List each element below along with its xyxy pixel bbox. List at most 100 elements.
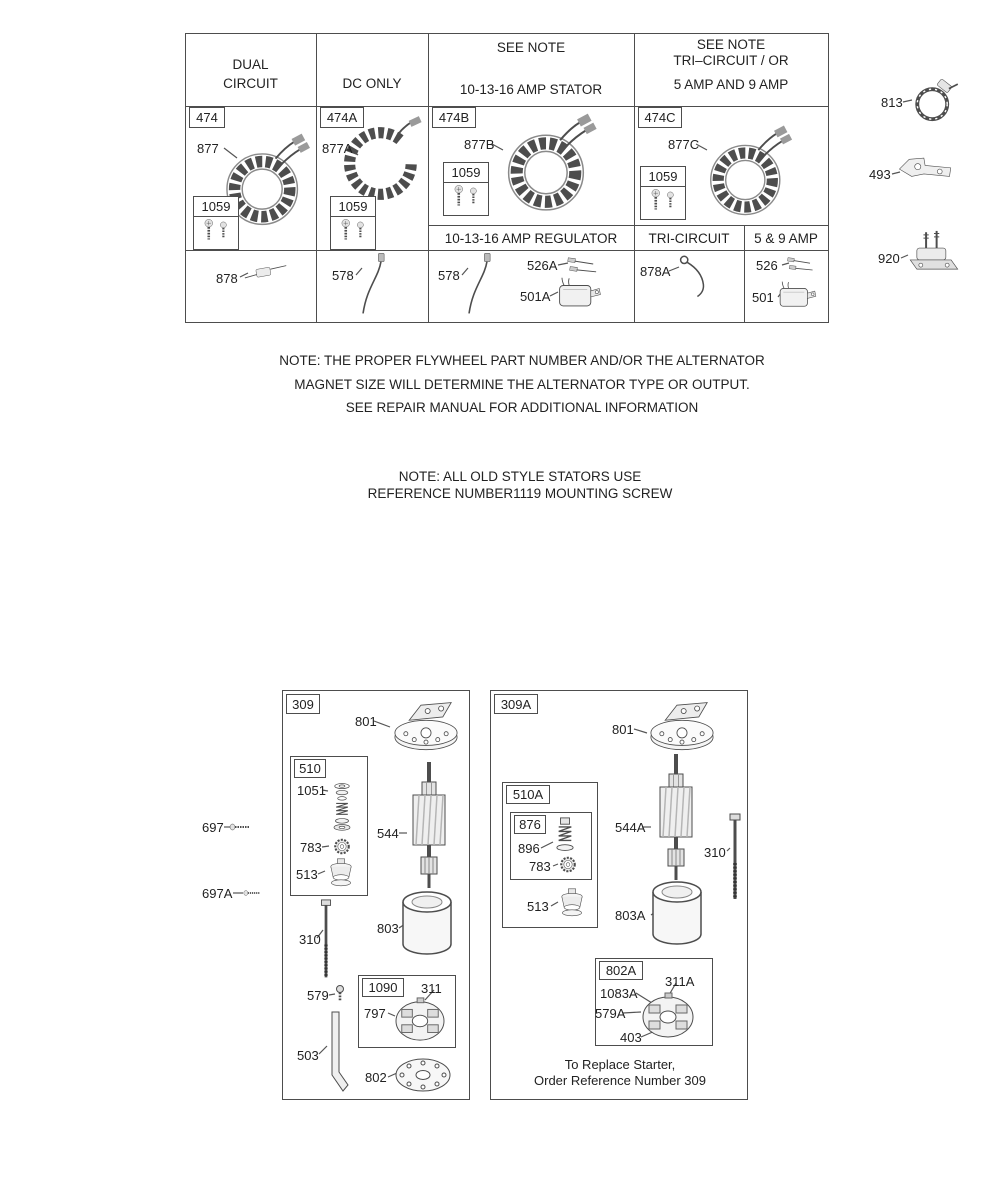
part-label-813: 813 [881, 95, 903, 110]
regulator-drawing-501a [556, 276, 604, 310]
regulator-drawing-501 [777, 280, 819, 310]
header-5-9-amp: 5 & 9 AMP [754, 231, 818, 246]
screw-box-label: 1059 [641, 167, 685, 187]
header-dual-line2: CIRCUIT [223, 76, 278, 91]
flywheel-note-line2: MAGNET SIZE WILL DETERMINE THE ALTERNATO… [294, 376, 750, 392]
sub-box-510a [502, 782, 598, 928]
alternator-table-border [185, 33, 829, 323]
diode-drawing-878 [244, 262, 288, 282]
cap-drawing-802 [393, 1055, 453, 1095]
ref-box-876: 876 [514, 815, 546, 834]
ref-box-802a: 802A [599, 961, 643, 980]
part-label-526a: 526A [527, 258, 558, 273]
part-label-783: 783 [300, 840, 322, 855]
stator-drawing-877c [700, 124, 798, 222]
part-label-579: 579 [307, 988, 329, 1003]
screw-box-1059-stator: 1059 [443, 162, 489, 216]
screw-drawing-579 [334, 985, 346, 1003]
screws-drawing [195, 217, 238, 244]
bolt-drawing-310 [318, 899, 334, 981]
endbracket-drawing-801 [384, 701, 468, 753]
part-label-920: 920 [878, 251, 900, 266]
screw-drawing-697a [243, 888, 261, 898]
ref-box-1090: 1090 [362, 978, 404, 997]
wire-drawing-878a [677, 251, 713, 303]
part-label-513a: 513 [527, 899, 549, 914]
part-label-501a: 501A [520, 289, 551, 304]
header-tri-circuit: TRI-CIRCUIT [648, 231, 730, 246]
screws-drawing [642, 187, 685, 214]
table-divider-4 [744, 225, 746, 323]
replace-starter-line1: To Replace Starter, [564, 1057, 676, 1072]
sub-box-1090 [358, 975, 456, 1048]
part-label-578-reg: 578 [438, 268, 460, 283]
part-label-310: 310 [299, 932, 321, 947]
screw-box-label: 1059 [444, 163, 488, 183]
brushplate-drawing-311a [639, 991, 697, 1041]
starter-309a-border [490, 690, 748, 1100]
part-label-877: 877 [197, 141, 219, 156]
ref-box-309a: 309A [494, 694, 538, 714]
screw-box-1059-dc: 1059 [330, 196, 376, 250]
part-label-896: 896 [518, 841, 540, 856]
solenoid-drawing-920 [905, 226, 961, 278]
part-label-310a: 310 [704, 845, 726, 860]
screw-box-1059-tri: 1059 [640, 166, 686, 220]
ref-box-510: 510 [294, 759, 326, 778]
part-label-783a: 783 [529, 859, 551, 874]
endbracket-drawing-801a [640, 701, 724, 753]
old-stator-note-line2: REFERENCE NUMBER1119 MOUNTING SCREW [367, 485, 673, 501]
part-label-697a: 697A [202, 886, 233, 901]
wire-drawing-578-reg [458, 252, 498, 316]
screw-drawing-697 [229, 821, 251, 833]
part-label-544a: 544A [615, 820, 646, 835]
screw-box-label: 1059 [194, 197, 238, 217]
part-label-513: 513 [296, 867, 318, 882]
clamp-drawing-813 [910, 76, 960, 124]
bracket-drawing-493 [897, 152, 955, 188]
old-stator-note: NOTE: ALL OLD STYLE STATORS USE REFERENC… [300, 469, 740, 502]
connector-drawing-526a [566, 255, 600, 275]
header-tri-line2: TRI–CIRCUIT / OR [673, 53, 789, 68]
header-tri-see-note: SEE NOTE [696, 37, 766, 52]
part-label-403: 403 [620, 1030, 642, 1045]
header-regulator: 10-13-16 AMP REGULATOR [444, 231, 618, 246]
sub-box-802a [595, 958, 713, 1046]
part-label-503: 503 [297, 1048, 319, 1063]
drive-drawing-513 [323, 856, 359, 888]
screws-drawing [445, 183, 488, 210]
part-label-877c: 877C [668, 137, 700, 152]
gear-drawing-783a [555, 855, 581, 874]
flywheel-note-line1: NOTE: THE PROPER FLYWHEEL PART NUMBER AN… [279, 353, 765, 368]
starter-309-border [282, 690, 470, 1100]
header-tri-line3: 5 AMP AND 9 AMP [673, 77, 789, 92]
part-label-1051: 1051 [297, 783, 326, 798]
spring-drawing-896 [553, 817, 577, 853]
gear-drawing-783 [329, 837, 355, 856]
part-label-802: 802 [365, 1070, 387, 1085]
part-label-544: 544 [377, 826, 399, 841]
ref-box-474a: 474A [320, 107, 364, 128]
flywheel-note: NOTE: THE PROPER FLYWHEEL PART NUMBER AN… [215, 349, 829, 420]
part-label-579a: 579A [595, 1006, 626, 1021]
part-label-801a: 801 [612, 722, 634, 737]
part-label-526: 526 [756, 258, 778, 273]
header-stator-title: 10-13-16 AMP STATOR [459, 82, 603, 97]
table-bottom-line [185, 250, 829, 252]
part-label-803: 803 [377, 921, 399, 936]
part-label-697: 697 [202, 820, 224, 835]
header-stator-see-note: SEE NOTE [496, 40, 566, 55]
housing-drawing-803 [400, 889, 454, 957]
drive-drawing-513a [554, 886, 590, 918]
part-label-878a: 878A [640, 264, 671, 279]
screw-box-label: 1059 [331, 197, 375, 217]
ref-box-309: 309 [286, 694, 320, 714]
screw-box-1059-dual: 1059 [193, 196, 239, 250]
part-label-877b: 877B [464, 137, 495, 152]
replace-starter-line2: Order Reference Number 309 [534, 1073, 706, 1088]
part-label-311: 311 [421, 981, 442, 996]
brace-drawing-503 [325, 1010, 349, 1094]
armature-drawing-544 [403, 760, 455, 890]
table-band-line [428, 225, 829, 227]
flywheel-note-line3: SEE REPAIR MANUAL FOR ADDITIONAL INFORMA… [345, 400, 699, 415]
